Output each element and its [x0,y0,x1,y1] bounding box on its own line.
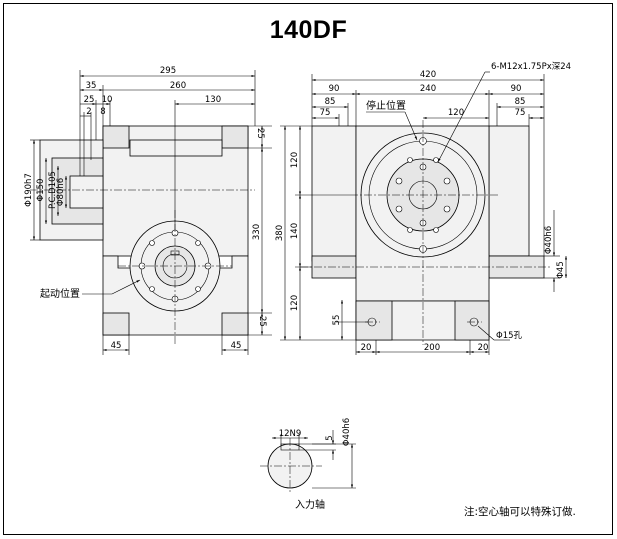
side-right-housing [488,125,530,257]
dim-240: 240 [420,84,436,94]
dim-130: 130 [205,95,221,105]
dim-20-right: 20 [478,343,489,353]
side-left-housing [311,125,357,262]
dim-phi45: Φ45 [556,261,566,279]
front-bottom-left-lug [102,312,130,336]
dim-85-left: 85 [325,97,336,107]
side-base-right-foot [454,300,490,341]
dim-55: 55 [332,315,342,326]
dim-20-left: 20 [361,343,372,353]
label-thread: 6-M12x1.75Px深24 [491,62,571,72]
shaft-detail [260,430,356,494]
front-hub-80 [69,175,104,209]
front-top-plate [129,139,223,157]
dim-120-lower: 120 [290,295,300,311]
dim-120-upper: 120 [290,152,300,168]
dim-h25-top: 25 [255,128,265,139]
dim-330: 330 [252,224,262,240]
dim-25: 25 [84,95,95,105]
dim-2: 2 [86,107,91,117]
front-top-left-lug [102,125,130,149]
dim-45-right: 45 [231,341,242,351]
dim-shaft-phi40: Φ40h6 [342,418,352,446]
front-view [30,70,272,355]
dim-phi190: Φ190h7 [24,173,34,207]
drawing-title: 140DF [269,16,348,44]
dim-phi40: Φ40h6 [544,226,554,254]
dim-phi80: Φ80h6 [56,178,66,206]
front-bottom-right-lug [221,312,249,336]
dim-pcd105: P.C.D105 [48,171,58,209]
dim-200: 200 [424,343,440,353]
label-hole-15: Φ15孔 [496,331,523,341]
footnote: 注:空心轴可以特殊订做. [464,505,576,518]
dim-phi150: Φ150 [36,179,46,202]
dim-45-left: 45 [111,341,122,351]
front-top-right-lug [221,125,249,149]
drawing-frame [3,3,613,535]
dim-5: 5 [325,435,335,440]
dim-120-top: 120 [448,108,464,118]
dim-90-left: 90 [329,84,340,94]
dim-295: 295 [160,66,176,76]
dim-380: 380 [275,225,285,241]
dim-85-right: 85 [515,97,526,107]
dim-75-right: 75 [515,108,526,118]
dim-420: 420 [420,70,436,80]
label-start-position: 起动位置 [40,287,80,300]
label-input-shaft: 入力轴 [295,498,325,511]
dim-10: 10 [102,95,113,105]
dim-90-right: 90 [511,84,522,94]
dim-h25-bottom: 25 [257,316,267,327]
dim-260: 260 [170,81,186,91]
side-base-left-foot [355,300,393,341]
dim-8: 8 [100,107,105,117]
dim-75-left: 75 [320,108,331,118]
side-view [280,71,568,355]
dim-35: 35 [86,81,97,91]
label-stop-position: 停止位置 [366,99,406,112]
dim-12n9: 12N9 [279,429,302,439]
dim-140: 140 [290,223,300,239]
